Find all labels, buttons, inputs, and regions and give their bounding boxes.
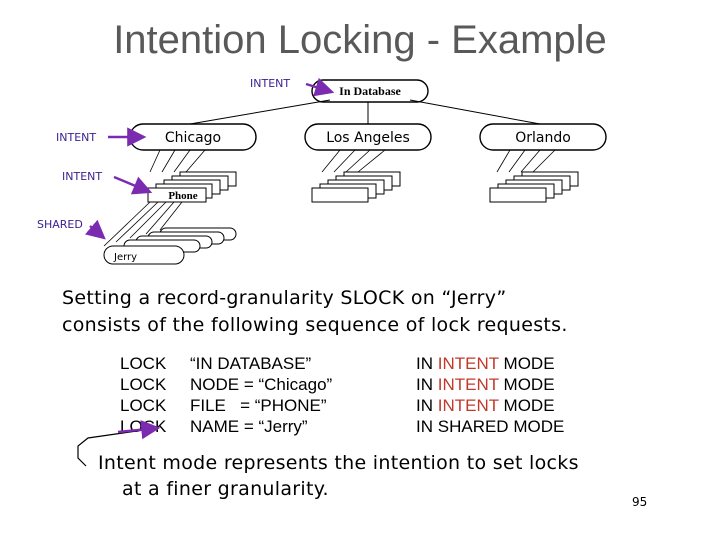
arrow-root (305, 77, 335, 97)
city-node-chicago: Chicago (129, 123, 257, 151)
request-target: FILE = “PHONE” (190, 396, 327, 415)
mode-prefix: IN (416, 354, 438, 373)
record-label-jerry: Jerry (113, 252, 137, 263)
note-arrow (77, 420, 161, 467)
file-stack-los-angeles (311, 171, 401, 203)
request-target: “IN DATABASE” (190, 354, 312, 373)
mode-suffix: MODE (498, 396, 555, 415)
request-op: LOCK (120, 375, 167, 394)
lock-hierarchy-diagram: In Database Chicago Los Angeles Orlando (37, 77, 607, 265)
request-row: LOCK (120, 395, 166, 416)
arrow-record (84, 219, 106, 240)
request-mode: IN INTENT MODE (416, 395, 555, 416)
root-node: In Database (311, 79, 429, 103)
record-connectors (103, 201, 183, 247)
file-stack-orlando (489, 171, 579, 203)
page-number: 95 (632, 495, 648, 509)
mode-word: INTENT (437, 396, 499, 415)
tag-file-intent: INTENT (62, 170, 102, 183)
slide-title: Intention Locking - Example (113, 18, 607, 62)
city-label-chicago: Chicago (165, 130, 221, 146)
city-label-los-angeles: Los Angeles (326, 130, 410, 146)
mode-word: INTENT (437, 354, 499, 373)
root-node-label: In Database (339, 84, 401, 98)
request-op: LOCK (120, 354, 167, 373)
mode-suffix: MODE (508, 417, 565, 436)
request-mode: IN INTENT MODE (416, 374, 555, 395)
request-target: NODE = “Chicago” (190, 375, 333, 394)
request-op: LOCK (120, 396, 167, 415)
mode-prefix: IN (416, 417, 438, 436)
mode-prefix: IN (416, 396, 438, 415)
mode-word: SHARED (437, 417, 509, 436)
city-node-los-angeles: Los Angeles (304, 123, 432, 151)
root-connectors (189, 99, 541, 125)
file-stack-chicago (147, 171, 237, 203)
mode-word: INTENT (437, 375, 499, 394)
request-row: LOCK (120, 353, 166, 374)
description-line-2: consists of the following sequence of lo… (62, 314, 568, 336)
request-mode: IN SHARED MODE (416, 416, 564, 437)
mode-suffix: MODE (498, 375, 555, 394)
tag-city-intent: INTENT (56, 131, 96, 144)
city-node-orlando: Orlando (479, 123, 607, 151)
city-label-orlando: Orlando (515, 130, 571, 146)
arrow-file (113, 175, 153, 195)
tag-record-shared: SHARED (37, 218, 83, 231)
note-line-1: Intent mode represents the intention to … (98, 452, 579, 474)
mode-prefix: IN (416, 375, 438, 394)
note-line-2: at a finer granularity. (122, 478, 329, 500)
request-target: NAME = “Jerry” (190, 417, 308, 436)
file-connectors (149, 149, 556, 173)
record-stack (103, 227, 237, 265)
file-label-phone: Phone (168, 190, 197, 202)
mode-suffix: MODE (498, 354, 555, 373)
description-line-1: Setting a record-granularity SLOCK on “J… (62, 287, 507, 309)
request-row: LOCK (120, 374, 166, 395)
tag-root-intent: INTENT (250, 77, 290, 90)
request-mode: IN INTENT MODE (416, 353, 555, 374)
